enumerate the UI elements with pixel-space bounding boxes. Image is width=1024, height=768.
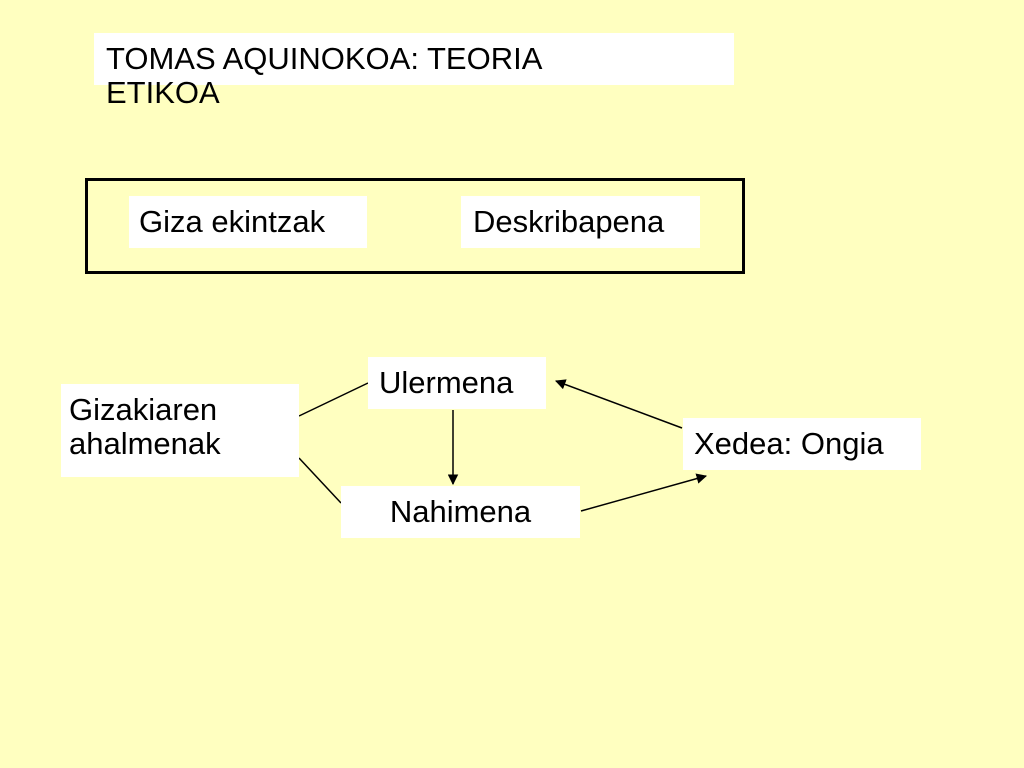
deskribapena-box: Deskribapena [461, 196, 700, 248]
page-title-text: TOMAS AQUINOKOA: TEORIA ETIKOA [106, 41, 541, 110]
ulermena-node: Ulermena [368, 357, 546, 409]
gizakiaren-ahalmenak-node: Gizakiaren ahalmenak [61, 384, 299, 477]
connector-gizakiaren-ulermena [298, 382, 369, 417]
framed-row-border [85, 178, 745, 274]
nahimena-node: Nahimena [341, 486, 580, 538]
page-title: TOMAS AQUINOKOA: TEORIA ETIKOA [94, 33, 734, 110]
xedea-ongia-node: Xedea: Ongia [683, 418, 921, 470]
arrow-xedea-to-ulermena [555, 379, 683, 429]
connector-gizakiaren-nahimena [298, 457, 342, 504]
giza-ekintzak-box: Giza ekintzak [129, 196, 367, 248]
arrow-nahimena-to-xedea [580, 473, 708, 512]
